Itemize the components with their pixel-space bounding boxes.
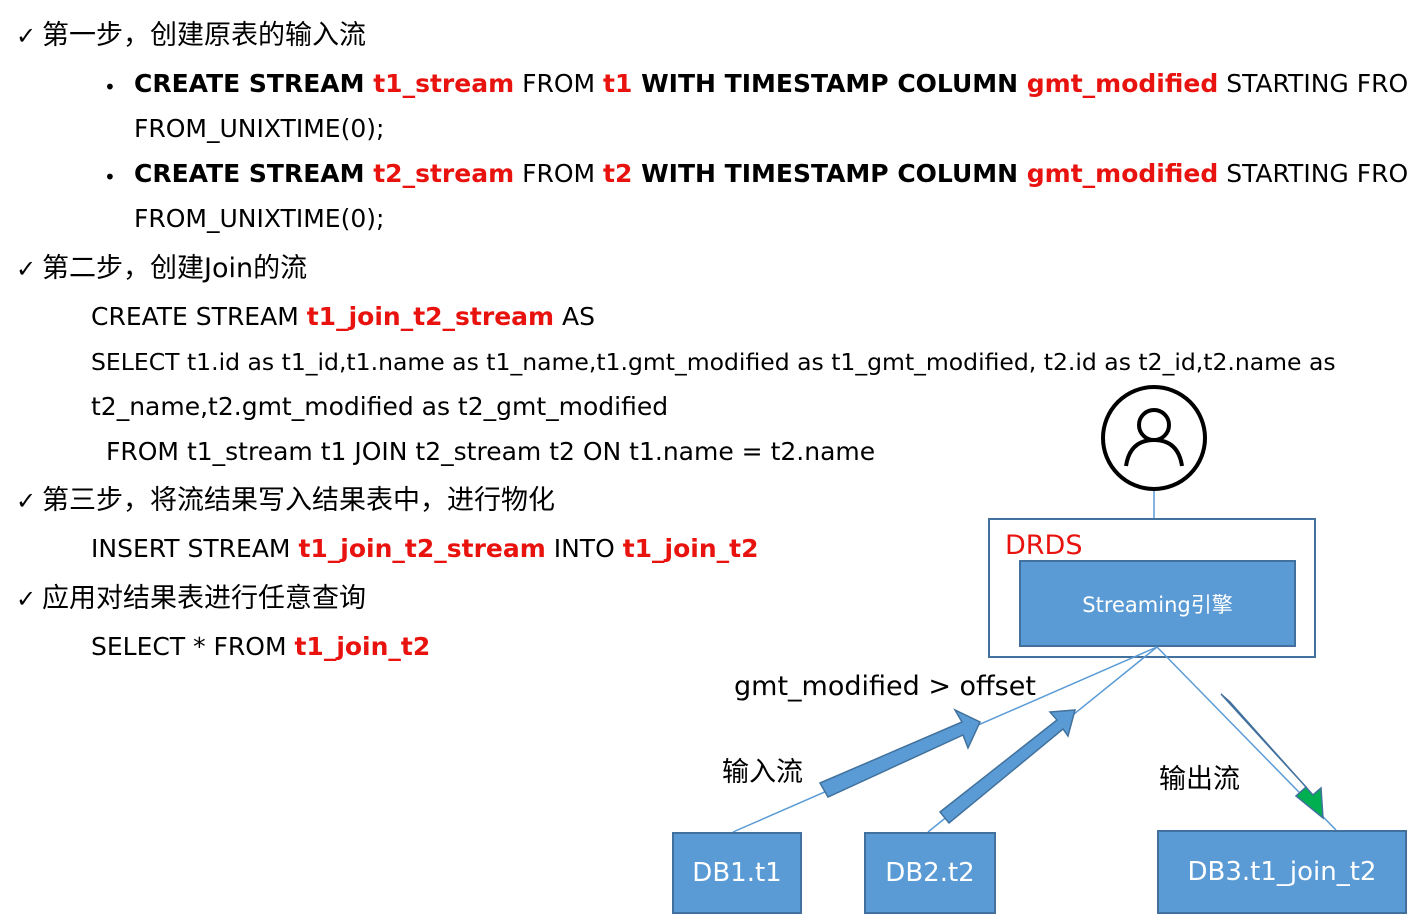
step4-heading: ✓应用对结果表进行任意查询 xyxy=(16,583,366,614)
output-arrow xyxy=(1220,693,1324,820)
output-stream-label: 输出流 xyxy=(1159,764,1240,795)
step1-item1-line1: CREATE STREAM t1_stream FROM t1 WITH TIM… xyxy=(134,69,1407,98)
db1-box: DB1.t1 xyxy=(672,832,802,914)
input-arrow-1 xyxy=(818,708,981,798)
step2-line1: CREATE STREAM t1_join_t2_stream AS xyxy=(91,302,595,331)
checkmark-icon: ✓ xyxy=(16,487,37,515)
step3-line: INSERT STREAM t1_join_t2_stream INTO t1_… xyxy=(91,534,759,563)
streaming-engine-box: Streaming引擎 xyxy=(1019,560,1296,647)
db2-box: DB2.t2 xyxy=(864,832,996,914)
step2-line2: SELECT t1.id as t1_id,t1.name as t1_name… xyxy=(91,348,1336,376)
checkmark-icon: ✓ xyxy=(16,255,37,283)
step1-heading: ✓第一步，创建原表的输入流 xyxy=(16,20,366,51)
input-arrow-2 xyxy=(938,709,1077,825)
bullet-icon: • xyxy=(104,165,116,189)
step2-line3: t2_name,t2.gmt_modified as t2_gmt_modifi… xyxy=(91,392,669,421)
checkmark-icon: ✓ xyxy=(16,585,37,613)
step3-heading: ✓第三步，将流结果写入结果表中，进行物化 xyxy=(16,485,555,516)
step1-item2-line2: FROM_UNIXTIME(0); xyxy=(134,204,385,233)
checkmark-icon: ✓ xyxy=(16,22,37,50)
step1-item1-line2: FROM_UNIXTIME(0); xyxy=(134,114,385,143)
condition-label: gmt_modified > offset xyxy=(734,671,1036,702)
input-stream-label: 输入流 xyxy=(722,757,803,788)
step2-heading: ✓第二步，创建Join的流 xyxy=(16,253,308,284)
step4-line: SELECT * FROM t1_join_t2 xyxy=(91,632,431,661)
bullet-icon: • xyxy=(104,75,116,99)
step2-line4: FROM t1_stream t1 JOIN t2_stream t2 ON t… xyxy=(106,437,876,466)
drds-label: DRDS xyxy=(1005,530,1083,561)
db3-box: DB3.t1_join_t2 xyxy=(1157,830,1407,914)
step1-item2-line1: CREATE STREAM t2_stream FROM t2 WITH TIM… xyxy=(134,159,1407,188)
user-icon xyxy=(1101,385,1207,491)
